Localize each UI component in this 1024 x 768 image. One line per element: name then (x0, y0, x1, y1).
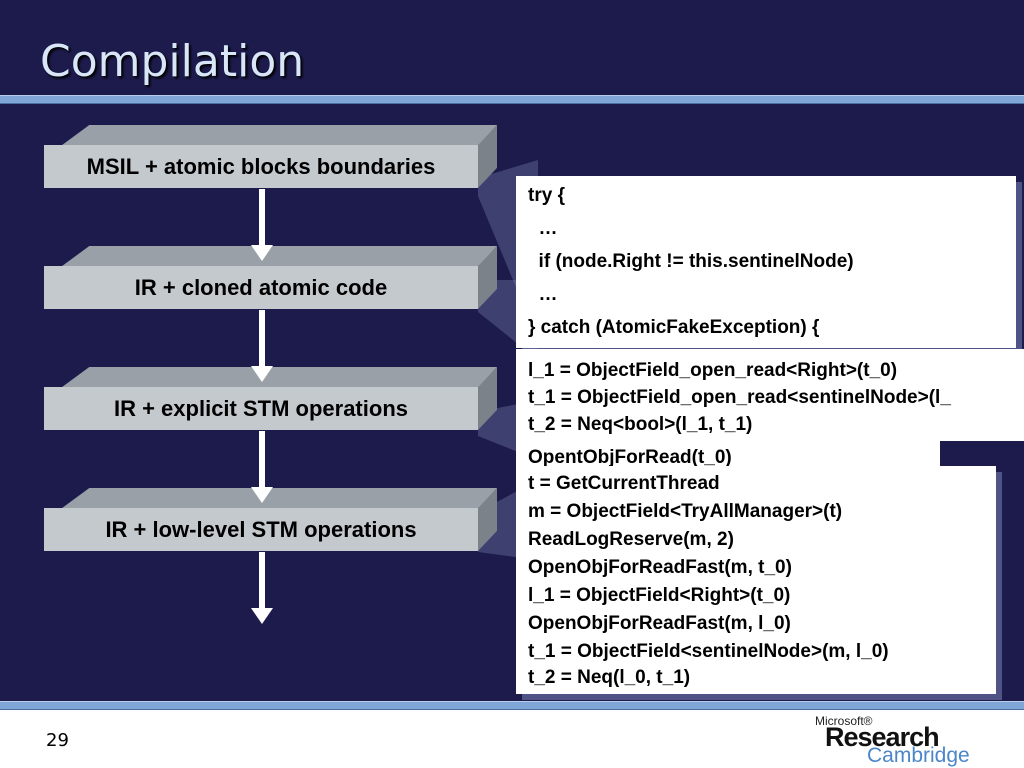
stage-side-face (478, 488, 497, 551)
flow-arrow-2 (251, 310, 273, 383)
code-line: t_2 = Neq<bool>(l_1, t_1) (528, 414, 753, 435)
code-line: OpentObjForRead(t_0) (528, 447, 732, 468)
arrow-head (251, 487, 273, 503)
microsoft-research-logo: Microsoft® Research Cambridge (815, 714, 985, 768)
flow-arrow-4 (251, 552, 273, 625)
code-panel-partial: OpentObjForRead(t_0) (516, 440, 940, 468)
stage-label: IR + cloned atomic code (44, 266, 478, 309)
arrow-head (251, 608, 273, 624)
title-divider (0, 95, 1024, 104)
stage-side-face (478, 125, 497, 188)
code-line: t_1 = ObjectField<sentinelNode>(m, l_0) (528, 641, 889, 662)
code-line: m = ObjectField<TryAllManager>(t) (528, 501, 843, 522)
code-line: l_1 = ObjectField<Right>(t_0) (528, 585, 791, 606)
stage-label: IR + explicit STM operations (44, 387, 478, 430)
page-number: 29 (46, 730, 69, 751)
code-panel-low-level: t = GetCurrentThread m = ObjectField<Try… (516, 466, 996, 694)
code-line: OpenObjForReadFast(m, t_0) (528, 557, 792, 578)
flow-arrow-3 (251, 431, 273, 504)
arrow-shaft (259, 189, 265, 247)
stage-top-face (62, 246, 497, 266)
slide-title: Compilation (40, 36, 305, 87)
code-line: if (node.Right != this.sentinelNode) (528, 251, 854, 272)
arrow-shaft (259, 310, 265, 368)
stage-top-face (62, 125, 497, 145)
stage-msil: MSIL + atomic blocks boundaries (44, 125, 497, 188)
code-line: l_1 = ObjectField_open_read<Right>(t_0) (528, 360, 898, 381)
code-line: } catch (AtomicFakeException) { (528, 317, 820, 338)
stage-low-level-stm: IR + low-level STM operations (44, 488, 497, 551)
stage-top-face (62, 488, 497, 508)
logo-microsoft-text: Microsoft® (815, 714, 873, 728)
logo-cambridge-text: Cambridge (867, 744, 970, 767)
stage-explicit-stm: IR + explicit STM operations (44, 367, 497, 430)
code-line: OpenObjForReadFast(m, l_0) (528, 613, 791, 634)
arrow-head (251, 366, 273, 382)
code-line: … (528, 284, 558, 305)
stage-label: MSIL + atomic blocks boundaries (44, 145, 478, 188)
arrow-head (251, 245, 273, 261)
code-line: … (528, 218, 558, 239)
code-line: try { (528, 185, 565, 206)
arrow-shaft (259, 431, 265, 489)
code-line: t_1 = ObjectField_open_read<sentinelNode… (528, 387, 951, 408)
stage-side-face (478, 367, 497, 430)
code-line: t_2 = Neq(l_0, t_1) (528, 667, 691, 688)
logo-research-text: Research (825, 722, 940, 752)
stage-side-face (478, 246, 497, 309)
arrow-shaft (259, 552, 265, 610)
flow-arrow-1 (251, 189, 273, 262)
stage-top-face (62, 367, 497, 387)
code-line: ReadLogReserve(m, 2) (528, 529, 734, 550)
code-line: t = GetCurrentThread (528, 473, 720, 494)
code-panel-cloned: try { … if (node.Right != this.sentinelN… (516, 176, 1016, 348)
stage-cloned-ir: IR + cloned atomic code (44, 246, 497, 309)
code-panel-explicit: l_1 = ObjectField_open_read<Right>(t_0) … (516, 349, 1024, 441)
stage-label: IR + low-level STM operations (44, 508, 478, 551)
footer-divider (0, 701, 1024, 710)
